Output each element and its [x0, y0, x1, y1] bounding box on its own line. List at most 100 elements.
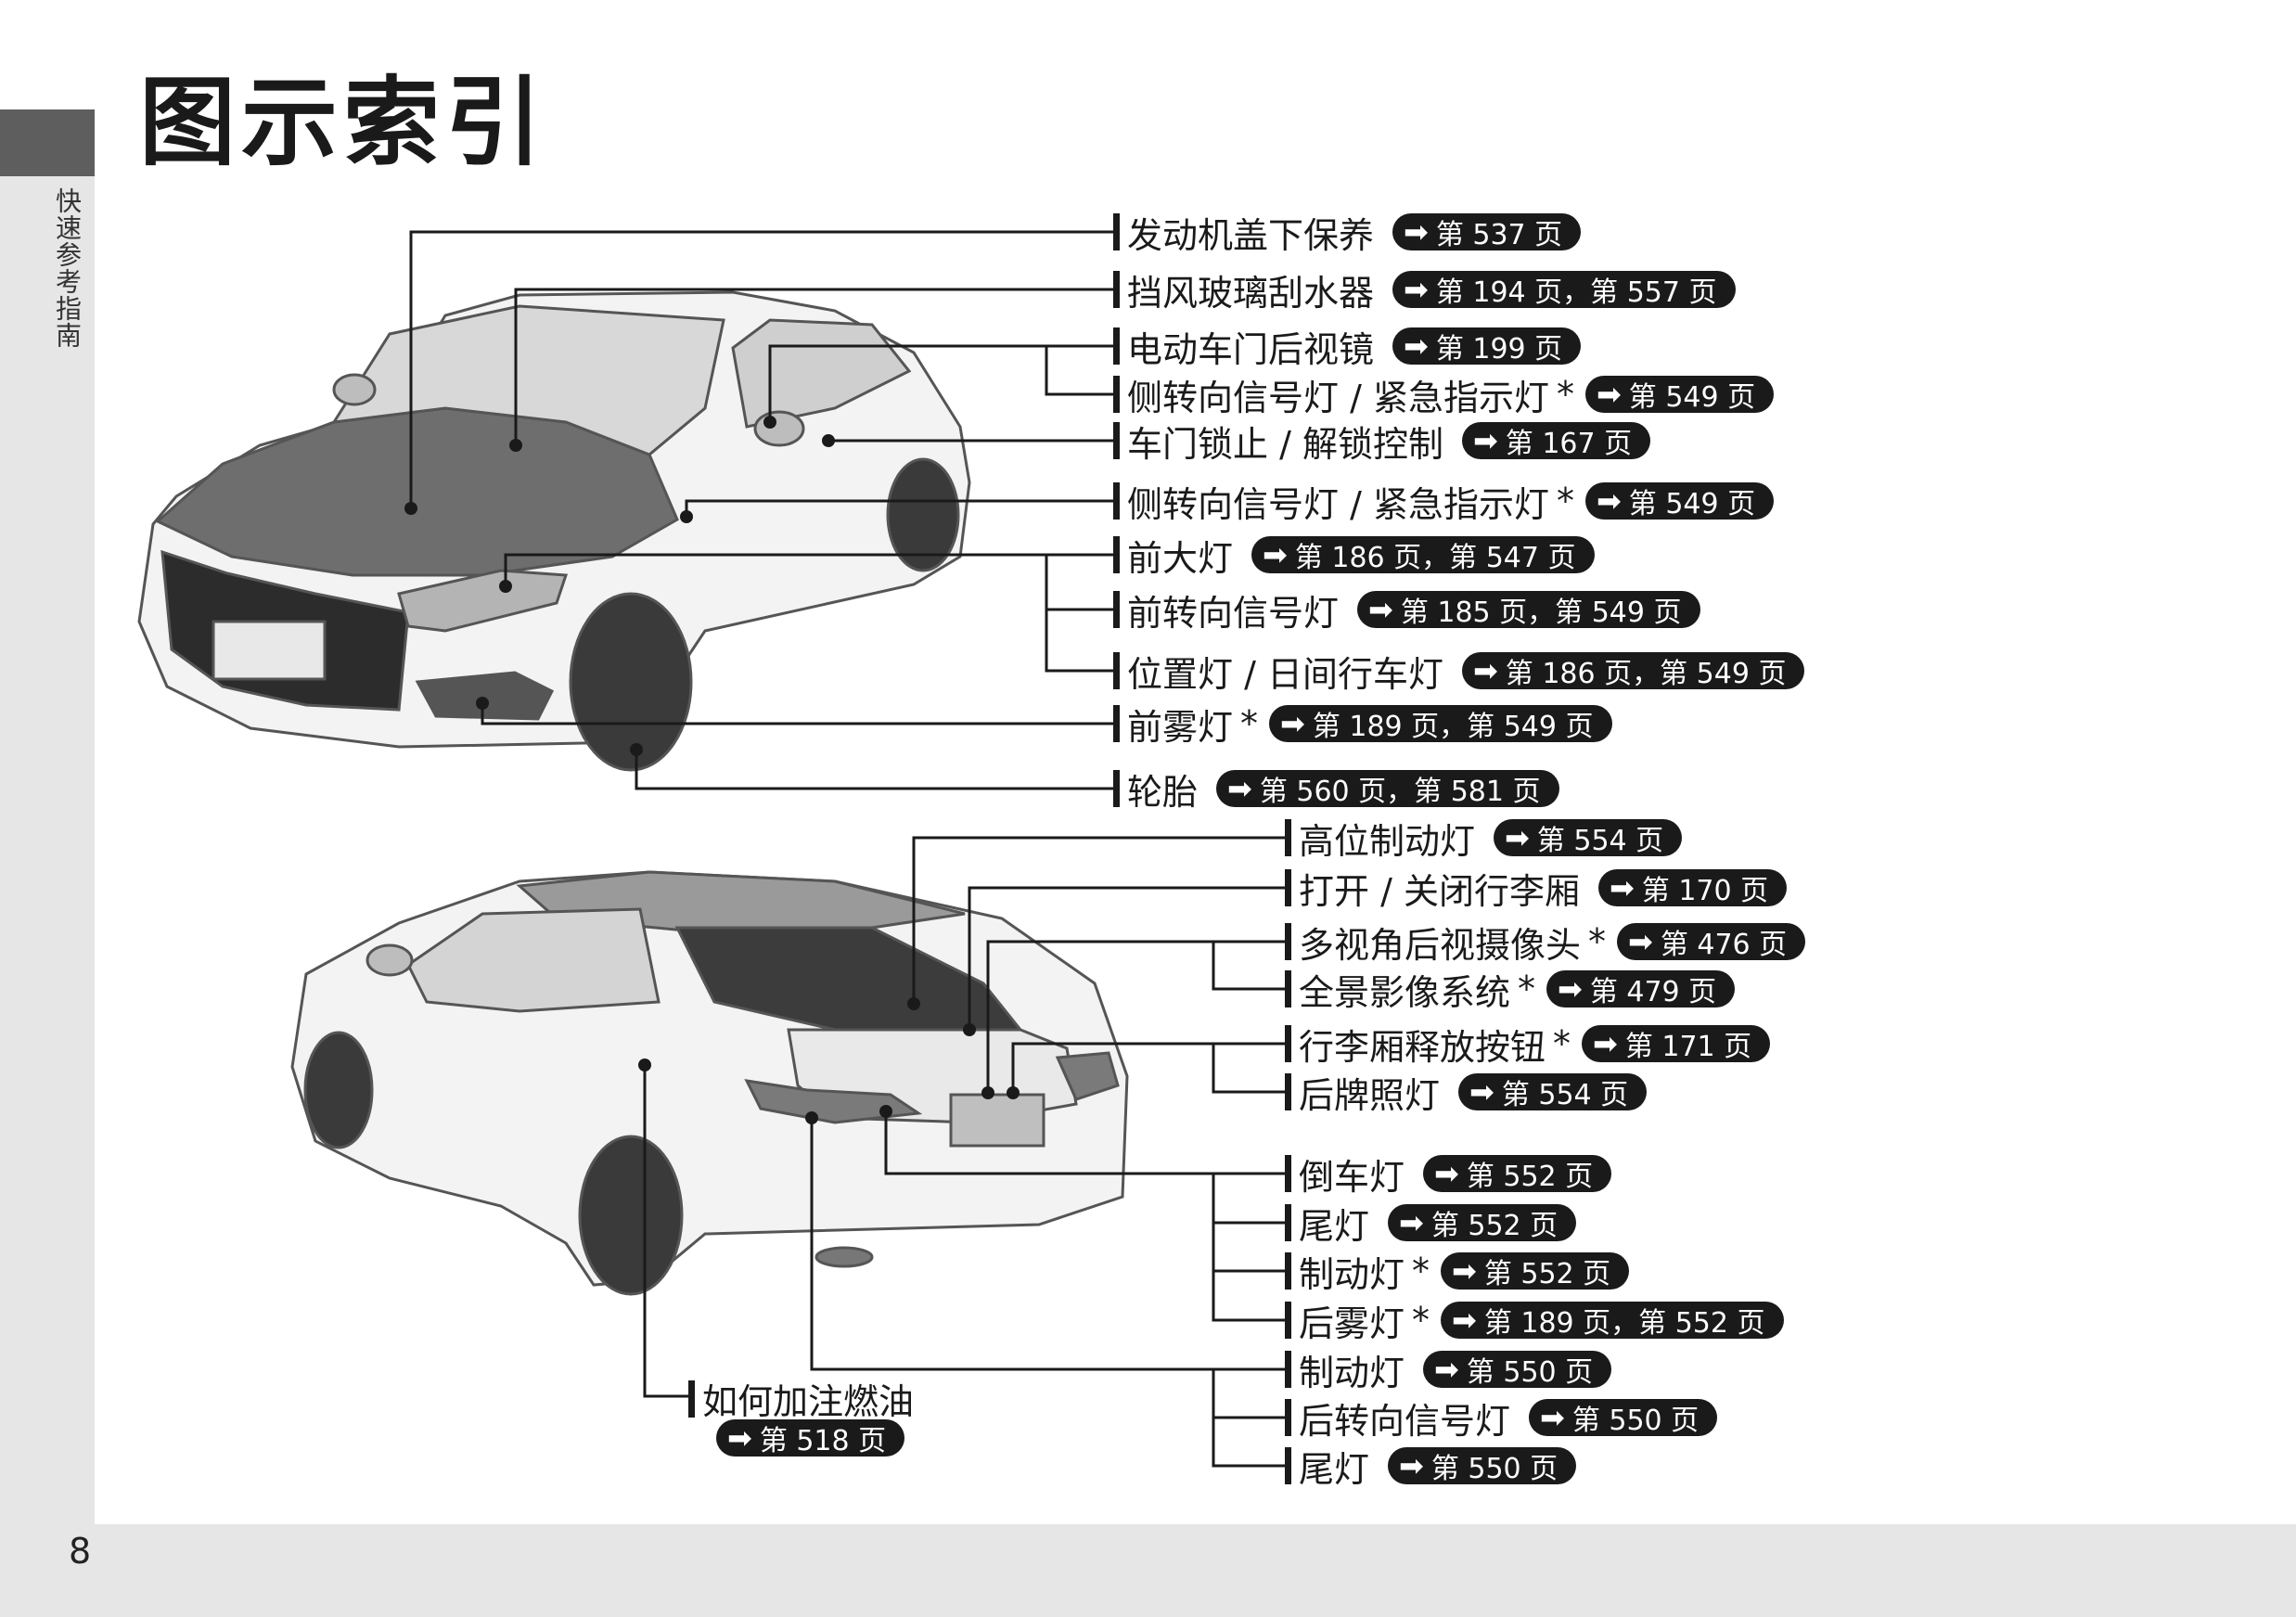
- callout-headlights: 前大灯 ➡第 186 页，第 547 页: [1113, 533, 1595, 579]
- arrow-right-icon: ➡: [1263, 537, 1288, 572]
- callout-label: 行李厢释放按钮: [1299, 1026, 1546, 1068]
- page-ref-link[interactable]: ➡第 186 页，第 549 页: [1461, 652, 1805, 690]
- callout-tail-light-body: 尾灯 ➡第 550 页: [1285, 1444, 1577, 1490]
- callout-surround-view: 全景影像系统 * ➡第 479 页: [1285, 967, 1736, 1013]
- callout-rear-fog: 后雾灯 * ➡第 189 页，第 552 页: [1285, 1298, 1784, 1344]
- page-ref-link[interactable]: ➡第 186 页，第 547 页: [1251, 536, 1595, 574]
- callout-side-turn-signal-mirror: 侧转向信号灯 / 紧急指示灯 * ➡第 549 页: [1113, 372, 1775, 418]
- callout-label: 尾灯: [1299, 1448, 1370, 1490]
- page-ref-link[interactable]: ➡第 550 页: [1529, 1399, 1718, 1437]
- callout-label: 位置灯 / 日间行车灯: [1127, 653, 1443, 695]
- page-ref-link[interactable]: ➡第 170 页: [1597, 869, 1788, 907]
- callout-tires: 轮胎 ➡第 560 页，第 581 页: [1113, 766, 1559, 813]
- callout-brake-light-trunk: 制动灯 * ➡第 552 页: [1285, 1249, 1630, 1295]
- page-ref-link[interactable]: ➡第 552 页: [1441, 1252, 1630, 1290]
- arrow-right-icon: ➡: [1596, 377, 1622, 412]
- front-car-illustration: [137, 290, 971, 772]
- callout-position-drl: 位置灯 / 日间行车灯 ➡第 186 页，第 549 页: [1113, 648, 1805, 695]
- page-ref-link[interactable]: ➡第 560 页，第 581 页: [1216, 770, 1559, 808]
- page-ref-link[interactable]: ➡第 549 页: [1584, 482, 1775, 520]
- side-strip: [0, 176, 95, 1524]
- page-ref-link[interactable]: ➡第 550 页: [1423, 1351, 1612, 1389]
- arrow-right-icon: ➡: [727, 1420, 752, 1456]
- callout-label: 后雾灯: [1299, 1303, 1405, 1344]
- arrow-right-icon: ➡: [1596, 483, 1622, 519]
- arrow-right-icon: ➡: [1540, 1400, 1565, 1435]
- callout-label: 如何加注燃油: [702, 1381, 915, 1422]
- optional-marker: *: [1412, 1251, 1430, 1291]
- footer-strip: [0, 1524, 2296, 1617]
- optional-marker: *: [1518, 969, 1536, 1009]
- callout-label: 挡风玻璃刮水器: [1127, 272, 1375, 314]
- page-ref-link[interactable]: ➡第 537 页: [1392, 213, 1582, 251]
- page-ref-link[interactable]: ➡第 185 页，第 549 页: [1357, 591, 1700, 629]
- arrow-right-icon: ➡: [1558, 971, 1583, 1007]
- callout-windshield-wipers: 挡风玻璃刮水器 ➡第 194 页，第 557 页: [1113, 267, 1736, 314]
- callout-label: 车门锁止 / 解锁控制: [1127, 423, 1443, 465]
- section-tab-marker: [0, 109, 95, 176]
- callout-rear-turn-signal: 后转向信号灯 ➡第 550 页: [1285, 1395, 1718, 1442]
- page-ref-link[interactable]: ➡第 549 页: [1584, 376, 1775, 414]
- arrow-right-icon: ➡: [1434, 1352, 1459, 1387]
- callout-label: 全景影像系统: [1299, 971, 1511, 1013]
- callout-label: 制动灯: [1299, 1253, 1405, 1295]
- page-ref-link[interactable]: ➡第 189 页，第 549 页: [1269, 705, 1612, 743]
- callout-label: 尾灯: [1299, 1205, 1370, 1247]
- callout-front-fog: 前雾灯 * ➡第 189 页，第 549 页: [1113, 701, 1612, 748]
- leader-dots: [404, 416, 1020, 1124]
- callout-trunk-open-close: 打开 / 关闭行李厢 ➡第 170 页: [1285, 866, 1788, 912]
- callout-label: 打开 / 关闭行李厢: [1299, 870, 1580, 912]
- arrow-right-icon: ➡: [1472, 423, 1498, 458]
- page-ref-link[interactable]: ➡第 476 页: [1617, 923, 1806, 961]
- page-ref-link[interactable]: ➡第 552 页: [1388, 1204, 1577, 1242]
- page-ref-link[interactable]: ➡第 554 页: [1494, 819, 1683, 857]
- arrow-right-icon: ➡: [1593, 1026, 1618, 1061]
- callout-reverse-light: 倒车灯 ➡第 552 页: [1285, 1151, 1612, 1198]
- callout-label: 前转向信号灯: [1127, 592, 1340, 634]
- callout-tail-light-trunk: 尾灯 ➡第 552 页: [1285, 1200, 1577, 1247]
- arrow-right-icon: ➡: [1404, 214, 1429, 250]
- callout-label: 电动车门后视镜: [1127, 328, 1375, 370]
- callout-label: 轮胎: [1127, 771, 1199, 813]
- arrow-right-icon: ➡: [1609, 870, 1635, 905]
- callout-license-light: 后牌照灯 ➡第 554 页: [1285, 1070, 1648, 1116]
- page-ref-link[interactable]: ➡第 479 页: [1546, 970, 1736, 1008]
- arrow-right-icon: ➡: [1280, 706, 1305, 741]
- callout-refueling: 如何加注燃油: [688, 1373, 914, 1424]
- callout-side-turn-signal-fender: 侧转向信号灯 / 紧急指示灯 * ➡第 549 页: [1113, 479, 1775, 525]
- optional-marker: *: [1556, 374, 1574, 415]
- arrow-right-icon: ➡: [1399, 1205, 1424, 1240]
- arrow-right-icon: ➡: [1399, 1448, 1424, 1483]
- page-number: 8: [69, 1531, 92, 1572]
- arrow-right-icon: ➡: [1469, 1074, 1494, 1110]
- callout-label: 前大灯: [1127, 537, 1234, 579]
- page-ref-link[interactable]: ➡第 552 页: [1423, 1155, 1612, 1193]
- callout-front-turn-signal: 前转向信号灯 ➡第 185 页，第 549 页: [1113, 587, 1700, 634]
- callout-rearview-camera: 多视角后视摄像头 * ➡第 476 页: [1285, 919, 1806, 966]
- optional-marker: *: [1412, 1300, 1430, 1341]
- callout-door-lock: 车门锁止 / 解锁控制 ➡第 167 页: [1113, 418, 1651, 465]
- page-ref-link[interactable]: ➡第 550 页: [1388, 1447, 1577, 1485]
- arrow-right-icon: ➡: [1368, 592, 1393, 627]
- callout-label: 高位制动灯: [1299, 820, 1476, 862]
- page-ref-link[interactable]: ➡第 194 页，第 557 页: [1392, 271, 1736, 309]
- callout-label: 制动灯: [1299, 1352, 1405, 1393]
- callout-label: 多视角后视摄像头: [1299, 924, 1582, 966]
- page-ref-link[interactable]: ➡第 518 页: [716, 1419, 905, 1457]
- callout-power-mirrors: 电动车门后视镜 ➡第 199 页: [1113, 324, 1582, 370]
- optional-marker: *: [1588, 921, 1607, 962]
- page-ref-link[interactable]: ➡第 167 页: [1461, 422, 1651, 460]
- optional-marker: *: [1553, 1023, 1571, 1064]
- optional-marker: *: [1240, 703, 1259, 744]
- page-ref-link[interactable]: ➡第 189 页，第 552 页: [1441, 1302, 1784, 1340]
- refueling-ref: ➡第 518 页: [716, 1419, 905, 1457]
- callout-brake-light-body: 制动灯 ➡第 550 页: [1285, 1347, 1612, 1393]
- arrow-right-icon: ➡: [1404, 272, 1429, 307]
- page-ref-link[interactable]: ➡第 554 页: [1458, 1073, 1648, 1111]
- arrow-right-icon: ➡: [1452, 1253, 1477, 1289]
- page-ref-link[interactable]: ➡第 171 页: [1582, 1025, 1771, 1063]
- page-ref-link[interactable]: ➡第 199 页: [1392, 327, 1582, 366]
- page-title: 图示索引: [139, 66, 548, 179]
- arrow-right-icon: ➡: [1505, 820, 1530, 855]
